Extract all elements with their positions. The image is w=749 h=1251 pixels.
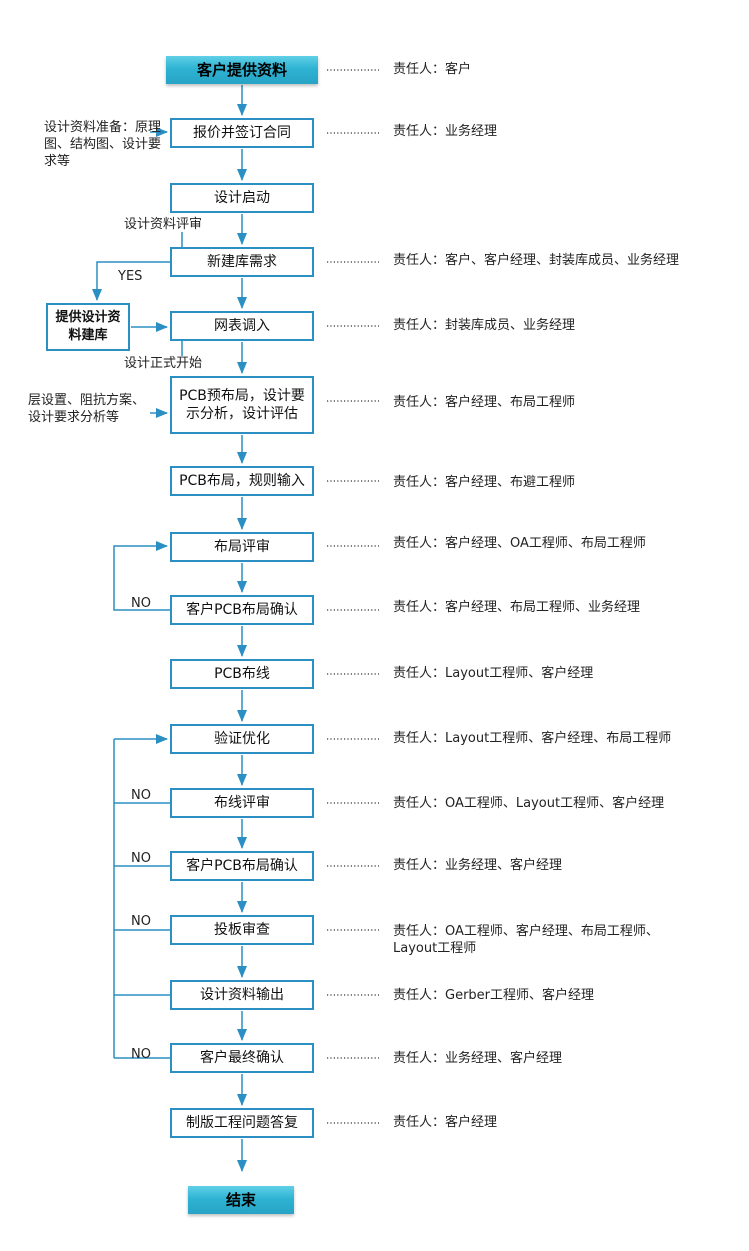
step-box-17: 制版工程问题答复	[170, 1108, 314, 1138]
step-box-15: 设计资料输出	[170, 980, 314, 1010]
no-label-4: NO	[131, 914, 151, 929]
responsible-16: 责任人：业务经理、客户经理	[393, 1051, 563, 1066]
step-label: PCB布线	[214, 666, 270, 682]
step-label: 网表调入	[214, 318, 270, 334]
step-box-5: 网表调入	[170, 311, 314, 341]
step-label: 投板审查	[214, 922, 270, 938]
step-box-11: 验证优化	[170, 724, 314, 754]
responsible-8: 责任人：客户经理、OA工程师、布局工程师	[393, 536, 646, 551]
responsible-15: 责任人：Gerber工程师、客户经理	[393, 988, 595, 1003]
step-box-2: 报价并签订合同	[170, 118, 314, 148]
step-label: PCB布局，规则输入	[179, 473, 305, 489]
step-box-10: PCB布线	[170, 659, 314, 689]
dotted-leaders	[327, 69, 379, 1124]
responsible-10: 责任人：Layout工程师、客户经理	[393, 666, 594, 681]
step-label: 设计启动	[214, 190, 270, 206]
note-start: 设计正式开始	[124, 356, 203, 371]
no-label-2: NO	[131, 788, 151, 803]
step-box-6: PCB预布局，设计要示分析，设计评估	[170, 376, 314, 434]
responsible-13: 责任人：业务经理、客户经理	[393, 858, 563, 873]
step-box-18: 结束	[188, 1186, 294, 1214]
step-box-4: 新建库需求	[170, 247, 314, 277]
responsible-11: 责任人：Layout工程师、客户经理、布局工程师	[393, 731, 672, 746]
no-label-3: NO	[131, 851, 151, 866]
step-label: 客户最终确认	[200, 1050, 284, 1066]
side-box-library: 提供设计资料建库	[46, 303, 130, 351]
loop-layout-review	[113, 541, 170, 611]
step-label: 制版工程问题答复	[186, 1115, 298, 1131]
note-review: 设计资料评审	[124, 217, 203, 232]
responsible-17: 责任人：客户经理	[393, 1115, 498, 1130]
step-label: 布线评审	[214, 795, 270, 811]
connector-lines	[92, 85, 247, 1172]
note-yes: YES	[118, 269, 143, 284]
note-prep: 设计资料准备：原理图、结构图、设计要求等	[44, 120, 162, 169]
responsible-1: 责任人：客户	[393, 62, 472, 77]
step-label: 新建库需求	[207, 254, 277, 270]
side-box-label: 提供设计资料建库	[55, 310, 121, 343]
no-label-1: NO	[131, 596, 151, 611]
responsible-7: 责任人：客户经理、布避工程师	[393, 475, 576, 490]
note-layer: 层设置、阻抗方案、设计要求分析等	[28, 393, 146, 425]
step-box-16: 客户最终确认	[170, 1043, 314, 1073]
step-box-3: 设计启动	[170, 183, 314, 213]
step-label: PCB预布局，设计要示分析，设计评估	[179, 388, 305, 422]
step-label: 客户PCB布局确认	[186, 602, 298, 618]
step-box-9: 客户PCB布局确认	[170, 595, 314, 625]
step-box-1: 客户提供资料	[166, 56, 318, 84]
responsible-9: 责任人：客户经理、布局工程师、业务经理	[393, 600, 641, 615]
responsible-2: 责任人：业务经理	[393, 124, 498, 139]
responsible-5: 责任人：封装库成员、业务经理	[393, 318, 576, 333]
responsible-14: 责任人：OA工程师、客户经理、布局工程师、Layout工程师	[393, 924, 659, 956]
step-label: 报价并签订合同	[193, 125, 291, 141]
step-box-13: 客户PCB布局确认	[170, 851, 314, 881]
responsible-6: 责任人：客户经理、布局工程师	[393, 395, 576, 410]
step-box-12: 布线评审	[170, 788, 314, 818]
step-box-7: PCB布局，规则输入	[170, 466, 314, 496]
step-box-8: 布局评审	[170, 532, 314, 562]
step-label: 结束	[225, 1191, 256, 1209]
responsible-4: 责任人：客户、客户经理、封装库成员、业务经理	[393, 253, 680, 268]
step-box-14: 投板审查	[170, 915, 314, 945]
responsible-12: 责任人：OA工程师、Layout工程师、客户经理	[393, 796, 665, 811]
step-label: 验证优化	[214, 731, 270, 747]
step-label: 布局评审	[214, 539, 270, 555]
step-label: 设计资料输出	[200, 987, 284, 1003]
no-label-5: NO	[131, 1047, 151, 1062]
step-label: 客户PCB布局确认	[186, 858, 298, 874]
step-label: 客户提供资料	[196, 61, 287, 79]
